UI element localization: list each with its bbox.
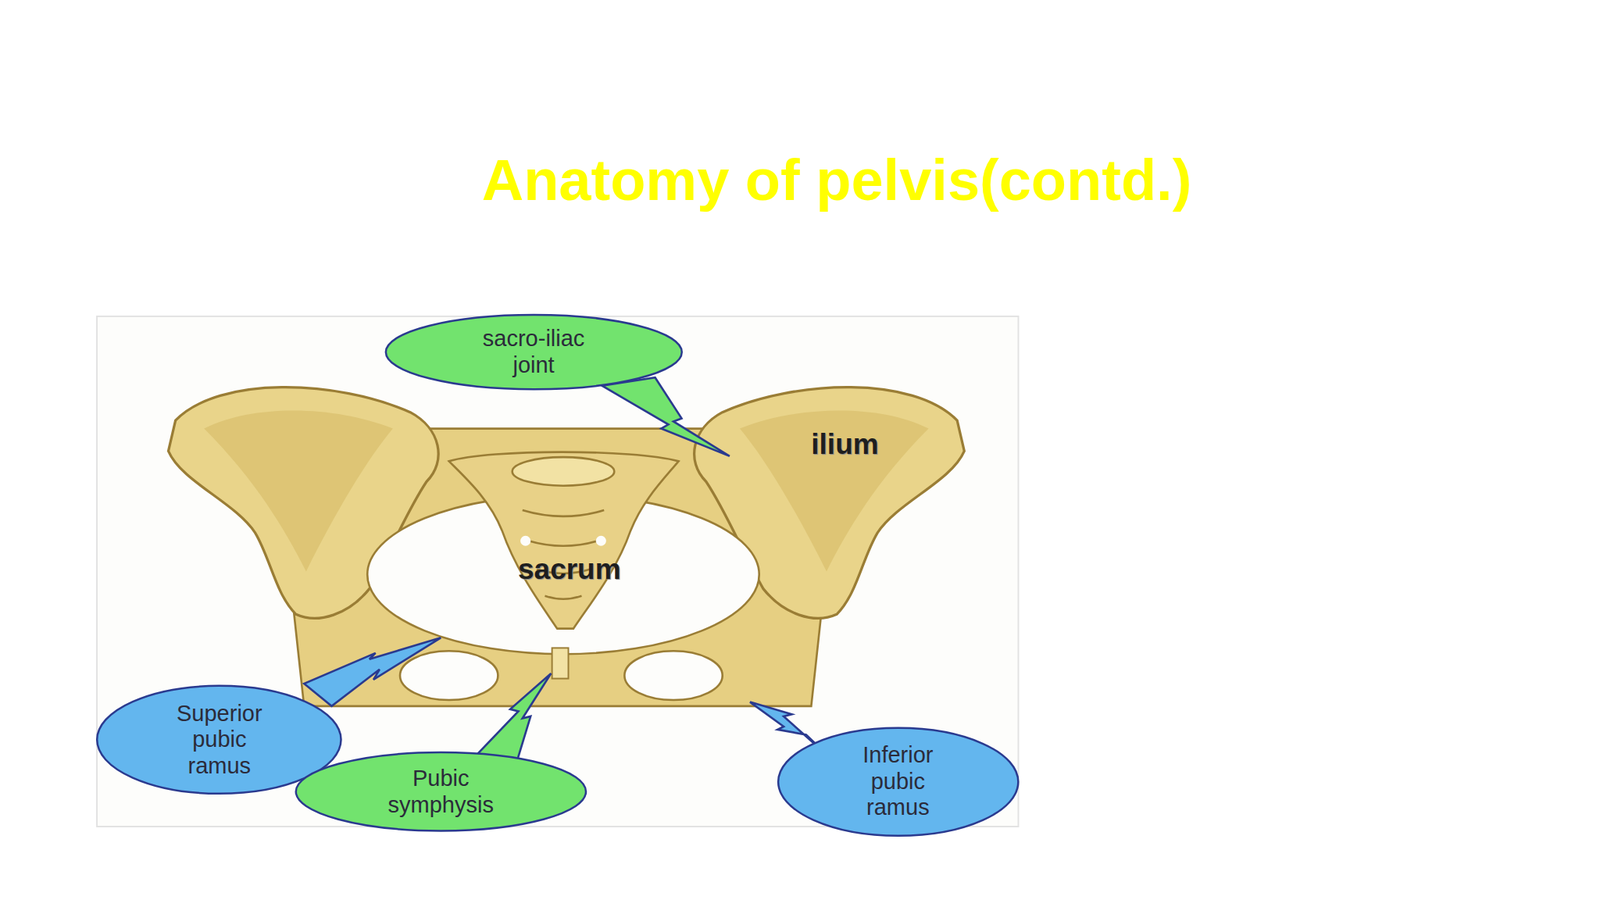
- callout-bubble: Pubic symphysis: [292, 750, 590, 833]
- callout-bubble: sacro-iliac joint: [382, 313, 686, 391]
- part-label: ilium: [810, 428, 879, 461]
- callout-text: Pubic symphysis: [372, 765, 510, 818]
- slide-title: Anatomy of pelvis(contd.): [367, 148, 1306, 212]
- callout-text: Inferior pubic ramus: [839, 742, 957, 821]
- callout-bubble: Inferior pubic ramus: [775, 725, 1021, 839]
- callout-text: Superior pubic ramus: [160, 700, 279, 779]
- callout-text: sacro-iliac joint: [459, 325, 608, 379]
- part-label: sacrum: [517, 553, 622, 586]
